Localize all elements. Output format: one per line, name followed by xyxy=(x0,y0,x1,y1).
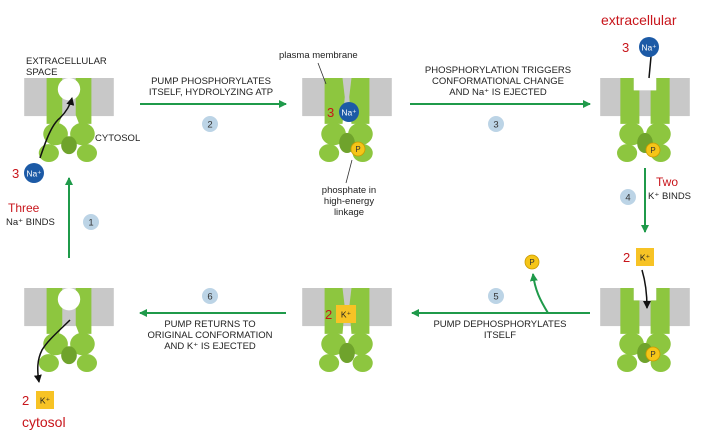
na-ion-3: Na⁺ xyxy=(639,37,659,57)
step-6-text: PUMP RETURNS TO ORIGINAL CONFORMATION AN… xyxy=(147,319,273,352)
phosphate-release-arrow xyxy=(529,273,549,314)
extracellular-red-label: extracellular xyxy=(601,12,677,28)
extracellular-space-label: EXTRACELLULAR SPACE xyxy=(26,56,107,78)
step-3-number: 3 xyxy=(493,120,498,131)
na-ion-1: Na⁺ xyxy=(24,163,44,183)
na-ion-2-label: Na⁺ xyxy=(341,108,357,118)
k-exit-arrow xyxy=(33,319,71,383)
step-1-circle xyxy=(83,214,99,230)
svg-text:P: P xyxy=(650,146,655,155)
pump-state-3 xyxy=(600,78,690,162)
step-4-text: K⁺ BINDS xyxy=(648,191,692,202)
na-ion-3-label: Na⁺ xyxy=(641,43,657,53)
step-2-circle xyxy=(202,116,218,132)
phosphate-2: P xyxy=(645,142,661,158)
step-3-text: PHOSPHORYLATION TRIGGERS CONFORMATIONAL … xyxy=(424,65,572,98)
phosphate-1: P xyxy=(350,141,366,157)
k-count-2: 2 xyxy=(325,307,332,322)
phosphate-released: P xyxy=(524,254,540,270)
phosphate-linkage-label: phosphate in high-energy linkage xyxy=(321,185,377,218)
pump-state-1 xyxy=(24,78,114,162)
svg-text:P: P xyxy=(650,350,655,359)
k-entry-arrow xyxy=(641,269,651,309)
na-ion-2: Na⁺ xyxy=(339,102,359,122)
k-count-3: 2 xyxy=(22,393,29,408)
na-count-2: 3 xyxy=(327,105,334,120)
step-6-number: 6 xyxy=(207,292,212,303)
step-1-text: Na⁺ BINDS xyxy=(6,217,55,228)
cytosol-red-label: cytosol xyxy=(22,414,66,430)
step-1-number: 1 xyxy=(88,218,93,229)
phosphate-pointer-line xyxy=(345,159,353,184)
cytosol-label: CYTOSOL xyxy=(95,133,141,144)
svg-text:K⁺: K⁺ xyxy=(640,253,651,263)
step-5-number: 5 xyxy=(493,292,498,303)
na-ion-1-label: Na⁺ xyxy=(26,169,42,179)
step-6-circle xyxy=(202,288,218,304)
pump-state-5 xyxy=(302,288,392,372)
membrane-pointer-line xyxy=(317,62,327,85)
step-circles xyxy=(83,116,636,304)
svg-text:P: P xyxy=(529,258,534,267)
k-count-1: 2 xyxy=(623,250,630,265)
step-1-red-prefix: Three xyxy=(8,201,40,215)
step-4-circle xyxy=(620,189,636,205)
na-count-3: 3 xyxy=(622,40,629,55)
step-5-circle xyxy=(488,288,504,304)
plasma-membrane-label: plasma membrane xyxy=(279,50,358,61)
step-5-text: PUMP DEPHOSPHORYLATES ITSELF xyxy=(433,319,567,341)
svg-text:P: P xyxy=(355,145,360,154)
svg-text:K⁺: K⁺ xyxy=(40,396,51,406)
step-2-number: 2 xyxy=(207,120,212,131)
k-ion-1: K⁺ xyxy=(636,248,654,266)
svg-text:K⁺: K⁺ xyxy=(341,310,352,320)
na-count-1: 3 xyxy=(12,166,19,181)
phosphate-3: P xyxy=(645,346,661,362)
pump-state-4 xyxy=(600,288,690,372)
k-ion-2: K⁺ xyxy=(336,305,356,323)
pump-state-6 xyxy=(24,288,114,372)
step-3-circle xyxy=(488,116,504,132)
k-ion-3: K⁺ xyxy=(36,391,54,409)
step-4-number: 4 xyxy=(625,193,630,204)
step-4-red-prefix: Two xyxy=(656,175,679,189)
step-2-text: PUMP PHOSPHORYLATES ITSELF, HYDROLYZING … xyxy=(148,76,274,98)
na-entry-arrow xyxy=(39,97,75,159)
